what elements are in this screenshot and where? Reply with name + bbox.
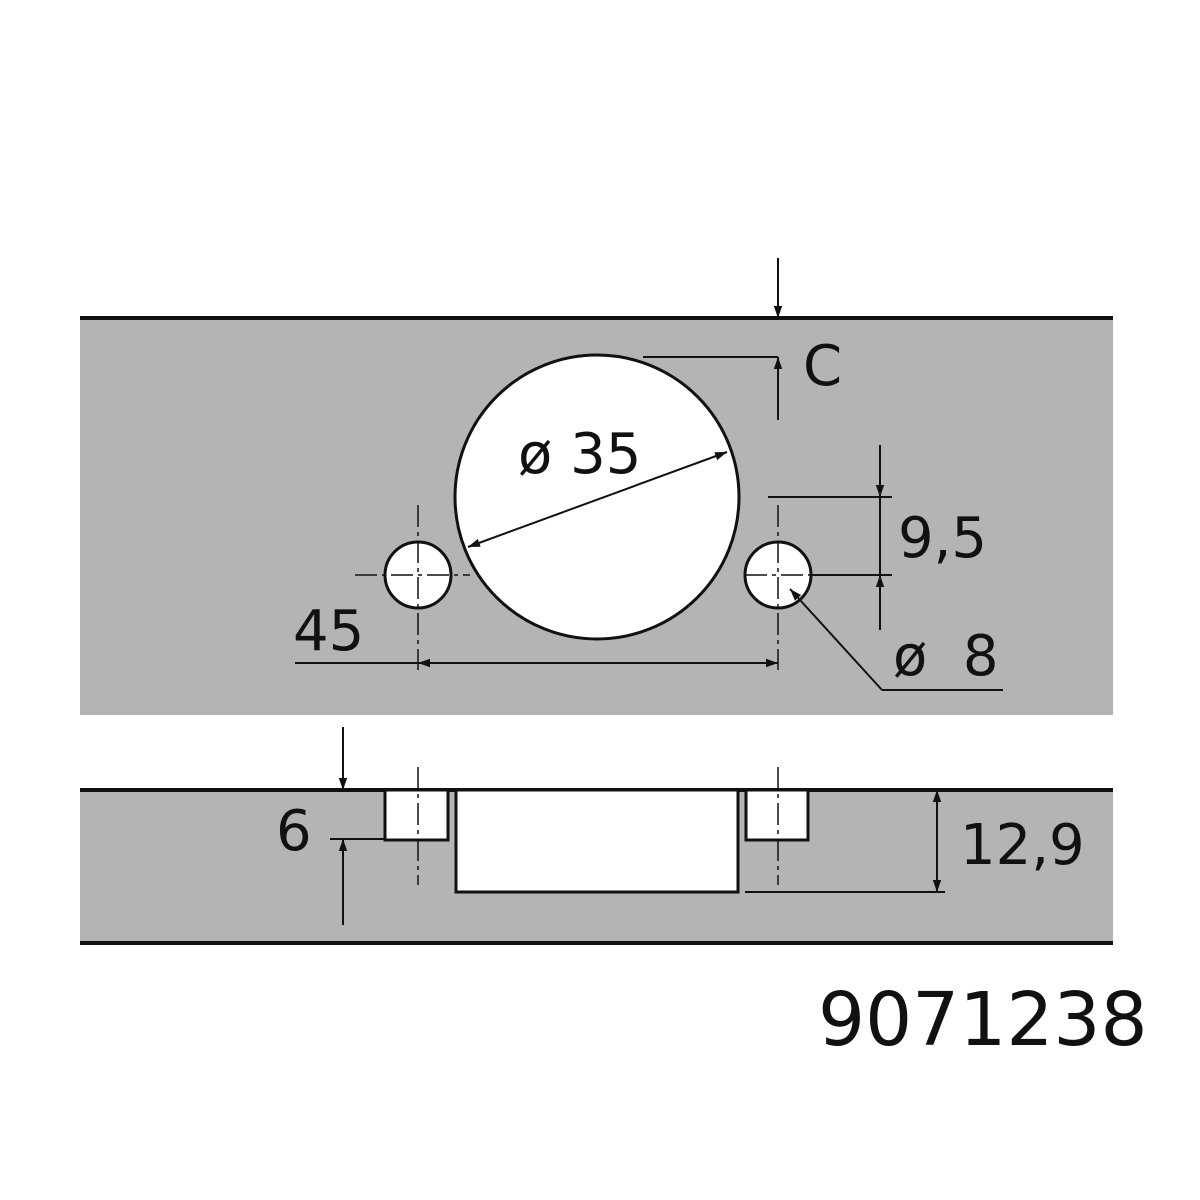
screw-recess-left — [383, 788, 450, 842]
screw-hole-diameter-label: ø 8 — [893, 624, 999, 689]
part-number: 9071238 — [818, 977, 1148, 1063]
cup-depth-label: 12,9 — [960, 813, 1085, 878]
cup-hole — [453, 353, 741, 641]
hole-spacing-label: 45 — [293, 599, 364, 664]
edge-distance-label: C — [803, 334, 842, 399]
screw-recess-right — [744, 788, 810, 842]
cup-recess — [454, 788, 740, 894]
cup-diameter-label: ø 35 — [518, 422, 641, 487]
hole-offset-label: 9,5 — [898, 506, 987, 571]
hole-depth-label: 6 — [276, 799, 312, 864]
